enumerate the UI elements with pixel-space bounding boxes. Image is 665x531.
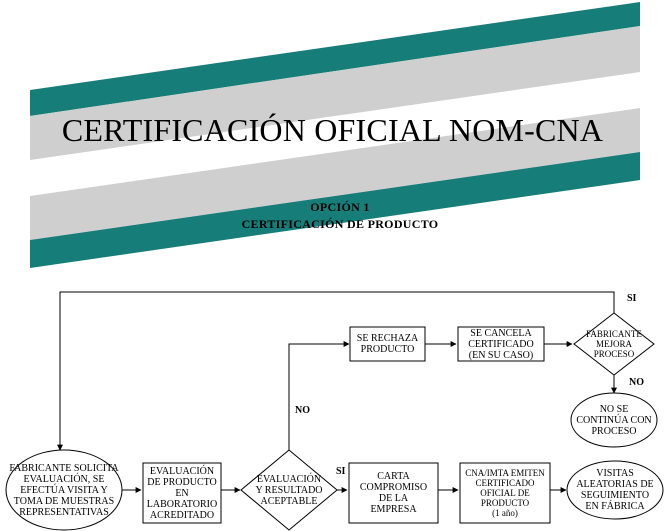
label-si-bottom: SI bbox=[336, 466, 346, 477]
node-emiten-text: CNA/IMTA EMITEN CERTIFICADO OFICIAL DE P… bbox=[465, 468, 545, 518]
option-title: CERTIFICACIÓN DE PRODUCTO bbox=[241, 217, 439, 231]
node-evaluacion-text: EVALUACIÓN DE PRODUCTO EN LABORATORIO AC… bbox=[146, 465, 218, 521]
node-cancela-text: SE CANCELA CERTIFICADO (EN SU CASO) bbox=[468, 327, 534, 361]
node-start-text: FABRICANTE SOLICITA EVALUACIÓN, SE EFECT… bbox=[9, 462, 119, 518]
connector-loop-back bbox=[57, 291, 615, 451]
node-evaluacion: EVALUACIÓN DE PRODUCTO EN LABORATORIO AC… bbox=[143, 463, 221, 523]
node-fin: NO SE CONTINÚA CON PROCESO bbox=[573, 400, 655, 440]
node-carta-text: CARTA COMPROMISO DE LA EMPRESA bbox=[359, 471, 428, 515]
node-decision-resultado-shape bbox=[240, 449, 338, 531]
node-visitas-shape bbox=[566, 460, 664, 520]
node-emiten-shape bbox=[459, 462, 551, 524]
node-visitas-text: VISITAS ALEATORIAS DE SEGUIMIENTO EN FÁB… bbox=[576, 468, 654, 512]
node-carta-shape bbox=[348, 462, 439, 524]
node-rechaza: SE RECHAZA PRODUCTO bbox=[350, 327, 425, 361]
node-decision-resultado: EVALUACIÓN Y RESULTADO ACEPTABLE bbox=[247, 468, 331, 512]
node-decision-mejora: FABRICANTE MEJORA PROCESO bbox=[580, 326, 648, 362]
label-no-left: NO bbox=[295, 405, 310, 416]
node-cancela: SE CANCELA CERTIFICADO (EN SU CASO) bbox=[458, 327, 544, 361]
node-fin-shape bbox=[570, 392, 658, 448]
page-title: CERTIFICACIÓN OFICIAL NOM-CNA bbox=[61, 112, 604, 148]
connector-decision-rechaza bbox=[288, 341, 350, 450]
node-decision-mejora-shape bbox=[573, 312, 655, 376]
node-decision-mejora-text: FABRICANTE MEJORA PROCESO bbox=[586, 329, 642, 359]
node-evaluacion-shape bbox=[142, 462, 222, 524]
label-no-right: NO bbox=[629, 377, 644, 388]
stripe-teal-top bbox=[30, 2, 640, 116]
node-rechaza-shape bbox=[349, 326, 426, 362]
node-fin-text: NO SE CONTINÚA CON PROCESO bbox=[576, 403, 652, 437]
node-decision-resultado-text: EVALUACIÓN Y RESULTADO ACEPTABLE bbox=[255, 473, 323, 507]
node-emiten: CNA/IMTA EMITEN CERTIFICADO OFICIAL DE P… bbox=[460, 463, 550, 523]
node-rechaza-text: SE RECHAZA PRODUCTO bbox=[356, 333, 419, 355]
node-carta: CARTA COMPROMISO DE LA EMPRESA bbox=[349, 463, 438, 523]
stripe-teal-bottom bbox=[30, 152, 640, 268]
node-start: FABRICANTE SOLICITA EVALUACIÓN, SE EFECT… bbox=[8, 452, 120, 528]
node-start-shape bbox=[5, 449, 123, 531]
option-label: OPCIÓN 1 bbox=[310, 200, 370, 214]
node-cancela-shape bbox=[457, 326, 545, 362]
label-si-top: SI bbox=[627, 293, 637, 304]
node-visitas: VISITAS ALEATORIAS DE SEGUIMIENTO EN FÁB… bbox=[568, 463, 662, 517]
stripe-gray-top bbox=[30, 26, 640, 160]
stripe-gray-bottom bbox=[30, 108, 640, 240]
